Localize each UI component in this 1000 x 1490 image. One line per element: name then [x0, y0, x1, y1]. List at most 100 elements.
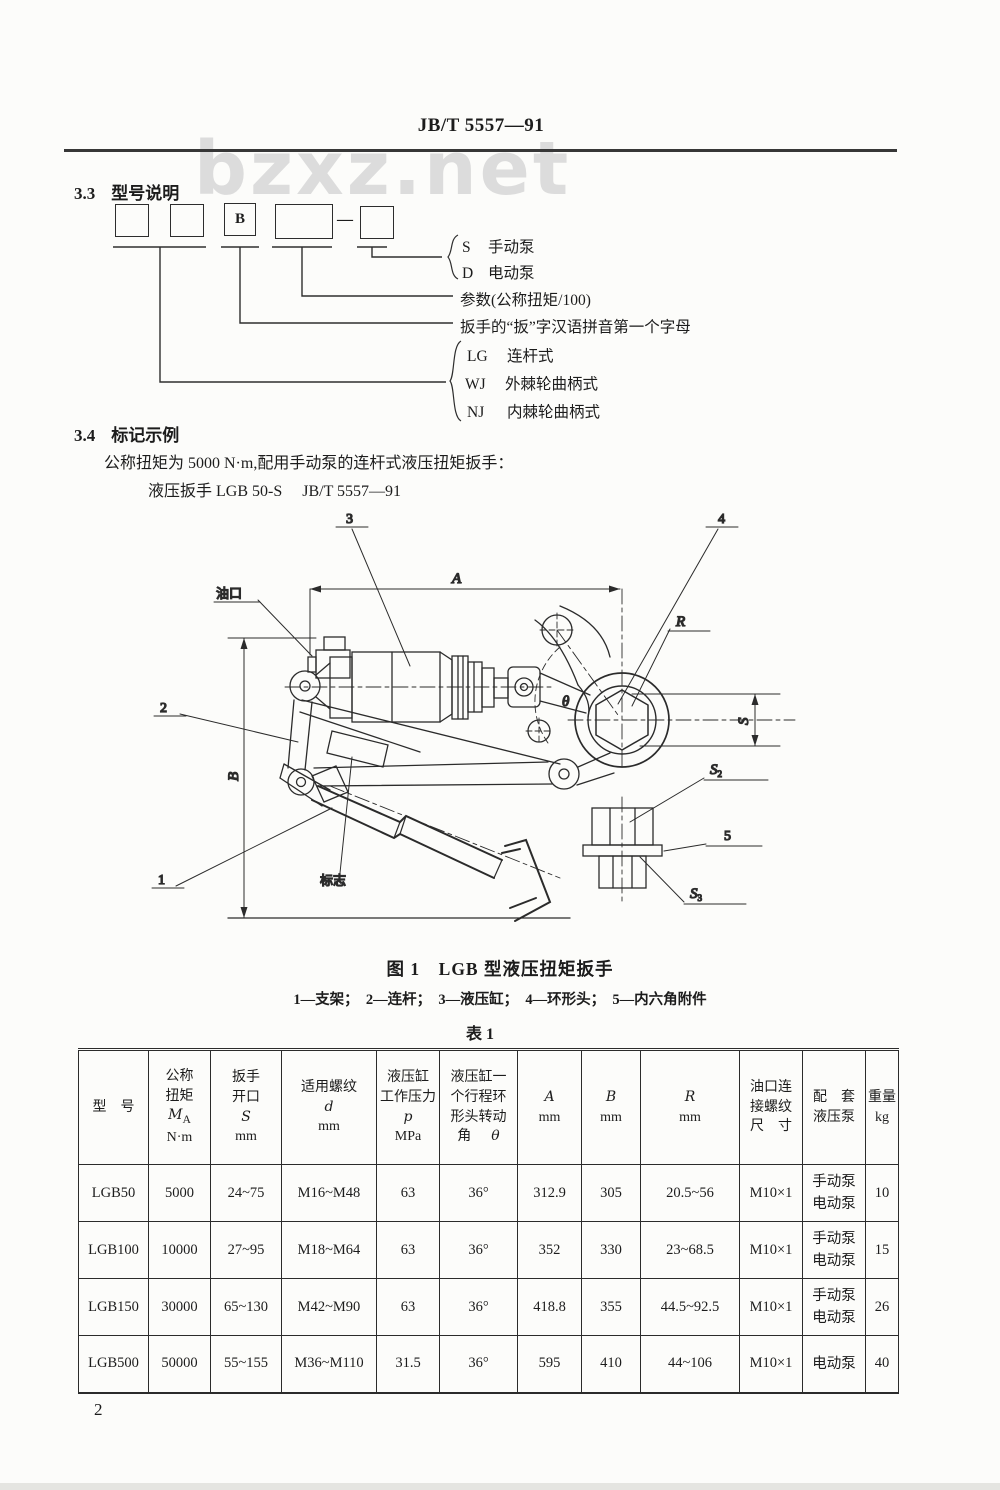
- section-number: 3.4: [74, 426, 96, 445]
- col-weight: 重量 kg: [865, 1049, 899, 1165]
- leader-oil-port: [213, 599, 313, 657]
- col-opening: 扳手 开口 S mm: [210, 1049, 282, 1165]
- watermark: bzxz.net: [194, 126, 572, 212]
- cam-roller: [539, 612, 575, 648]
- pump-code-d: D: [462, 265, 474, 282]
- model-box-1: [115, 204, 149, 237]
- leader-3: [335, 526, 411, 667]
- model-diagram-connectors: [113, 234, 462, 422]
- section-title: 标记示例: [111, 426, 180, 445]
- pump-option-s: S 手动泵: [462, 235, 535, 257]
- leader-1: [151, 807, 333, 889]
- table-row: LGB100 10000 27~95 M18~M64 63 36° 352 33…: [78, 1221, 899, 1279]
- header-row: 型 号 公称 扭矩 MA N·m 扳手 开口 S mm 适用螺纹 d mm: [78, 1049, 899, 1165]
- cell-pressure: 31.5: [376, 1335, 440, 1393]
- cell-B: 305: [581, 1164, 641, 1222]
- col-pump: 配 套 液压泵: [802, 1049, 866, 1165]
- table-row: LGB50 5000 24~75 M16~M48 63 36° 312.9 30…: [78, 1164, 899, 1222]
- cell-R: 44.5~92.5: [640, 1278, 740, 1336]
- cell-pressure: 63: [376, 1164, 440, 1222]
- model-box-5: [360, 206, 394, 239]
- cell-opening: 27~95: [210, 1221, 282, 1279]
- type-label-lg: 连杆式: [507, 348, 554, 365]
- leader-5: [663, 843, 763, 852]
- dim-label-S2: S2: [710, 762, 722, 779]
- cell-model: LGB150: [78, 1278, 149, 1336]
- cell-model: LGB50: [78, 1164, 149, 1222]
- section-title: 型号说明: [111, 184, 180, 203]
- pump-code-s: S: [462, 239, 471, 256]
- reaction-foot: [501, 838, 552, 922]
- part-label-3: 3: [346, 512, 353, 527]
- type-option-lg: LG 连杆式: [467, 344, 554, 366]
- cell-torque: 30000: [148, 1278, 211, 1336]
- theta-arc: [534, 646, 561, 744]
- link-bar: [313, 752, 615, 790]
- page-number: 2: [94, 1400, 103, 1419]
- type-code-wj: WJ: [465, 376, 486, 393]
- cell-pump: 手动泵电动泵: [802, 1221, 866, 1279]
- example-intro: 公称扭矩为 5000 N·m,配用手动泵的连杆式液压扭矩扳手：: [104, 455, 514, 472]
- dim-label-S3: S3: [690, 886, 703, 903]
- brace-pump: [447, 234, 459, 280]
- hydraulic-cylinder: [289, 636, 541, 723]
- col-torque: 公称 扭矩 MA N·m: [148, 1049, 211, 1165]
- theta-label: θ: [562, 694, 570, 710]
- part-label-2: 2: [160, 701, 167, 716]
- model-box-2: [170, 204, 204, 237]
- cell-torque: 10000: [148, 1221, 211, 1279]
- type-code-nj: NJ: [467, 404, 485, 421]
- cell-torque: 5000: [148, 1164, 211, 1222]
- table-row: LGB150 30000 65~130 M42~M90 63 36° 418.8…: [78, 1278, 899, 1336]
- dim-A: [309, 585, 621, 656]
- cell-thread: M16~M48: [281, 1164, 377, 1222]
- brace-type: [449, 340, 462, 422]
- cell-R: 20.5~56: [640, 1164, 740, 1222]
- bottom-scan-edge: [0, 1483, 1000, 1490]
- bracket-plate: [287, 699, 561, 771]
- cell-A: 352: [517, 1221, 582, 1279]
- type-code-lg: LG: [467, 348, 488, 365]
- col-A: A mm: [517, 1049, 582, 1165]
- cell-oil: M10×1: [739, 1221, 803, 1279]
- model-box-4: [275, 204, 333, 239]
- centerlines: [284, 588, 796, 906]
- oil-port-label: 油口: [216, 586, 242, 601]
- cell-pump: 电动泵: [802, 1335, 866, 1393]
- col-R: R mm: [640, 1049, 740, 1165]
- cell-oil: M10×1: [739, 1164, 803, 1222]
- standard-code-header: JB/T 5557—91: [417, 115, 545, 136]
- col-B: B mm: [581, 1049, 641, 1165]
- dim-label-B: B: [226, 772, 242, 781]
- dim-S: [631, 693, 781, 747]
- figure-caption: 图 1 LGB 型液压扭矩扳手: [386, 959, 614, 979]
- cell-B: 410: [581, 1335, 641, 1393]
- cell-B: 330: [581, 1221, 641, 1279]
- cell-R: 44~106: [640, 1335, 740, 1393]
- section-3-4-heading: 3.4 标记示例: [74, 421, 179, 446]
- cell-pump: 手动泵电动泵: [802, 1278, 866, 1336]
- figure-legend: 1—支架； 2—连杆； 3—液压缸； 4—环形头； 5—内六角附件: [293, 992, 707, 1008]
- cell-A: 418.8: [517, 1278, 582, 1336]
- pump-label-s: 手动泵: [488, 239, 535, 256]
- cell-angle: 36°: [439, 1164, 518, 1222]
- section-3-3-heading: 3.3 型号说明: [74, 179, 179, 204]
- section-number: 3.3: [74, 184, 96, 203]
- dim-B: [227, 637, 571, 919]
- model-box-letter: B: [234, 211, 245, 227]
- table-title: 表 1: [465, 1026, 494, 1043]
- leader-2: [153, 713, 299, 743]
- cell-weight: 15: [865, 1221, 899, 1279]
- cell-angle: 36°: [439, 1278, 518, 1336]
- type-label-wj: 外棘轮曲柄式: [505, 376, 599, 393]
- cell-pressure: 63: [376, 1221, 440, 1279]
- cell-thread: M36~M110: [281, 1335, 377, 1393]
- example-designation: 液压扳手 LGB 50-S JB/T 5557—91: [148, 483, 402, 500]
- part-label-1: 1: [158, 873, 165, 888]
- cell-model: LGB100: [78, 1221, 149, 1279]
- lower-roller: [525, 717, 553, 745]
- mark-label: 标志: [320, 873, 346, 888]
- cell-thread: M18~M64: [281, 1221, 377, 1279]
